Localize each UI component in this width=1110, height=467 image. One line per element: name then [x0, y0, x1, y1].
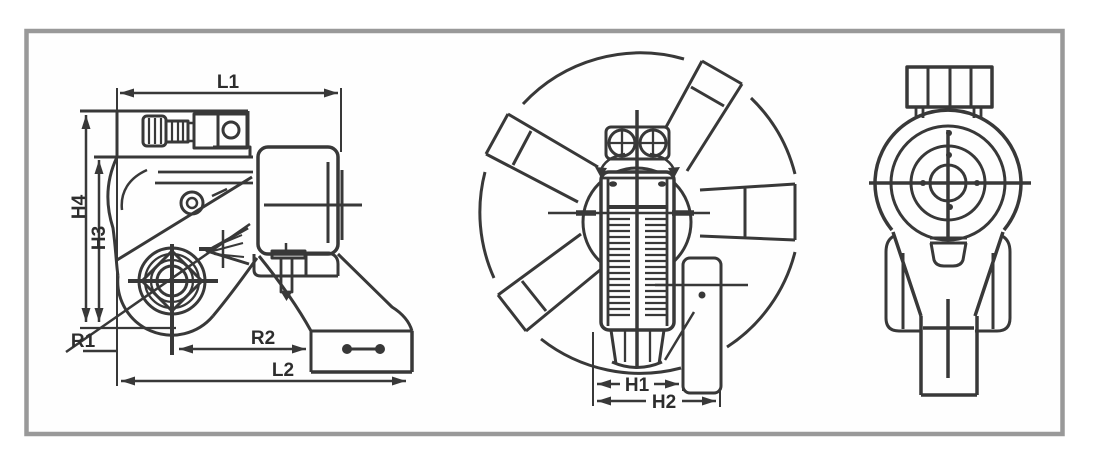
- side-ear-right: [975, 234, 1012, 333]
- side-view: [65, 88, 414, 386]
- swivel-port-hole: [221, 120, 241, 140]
- pilot-hole: [179, 190, 205, 216]
- drive-head-boss: [116, 275, 215, 337]
- dim-label-r1: R1: [71, 331, 96, 352]
- dim-label-h3: H3: [89, 226, 110, 250]
- hydraulic-cylinder: [256, 145, 340, 256]
- handle-position-upper-right: [651, 59, 744, 172]
- swing-arrow-right: [668, 167, 680, 178]
- dim-label-l1: L1: [217, 72, 240, 93]
- side-ear-left: [884, 234, 921, 333]
- latch-pocket: [929, 242, 968, 268]
- grip-ribs-left: [608, 217, 630, 317]
- handle-position-upper-left: [484, 112, 599, 204]
- drawing-frame: [24, 28, 1065, 437]
- front-view: [869, 65, 1031, 397]
- swivel-block: [216, 112, 249, 150]
- dim-label-l2: L2: [272, 360, 294, 381]
- reaction-plate-top: [681, 256, 723, 395]
- top-view: [478, 51, 797, 407]
- dim-label-h4: H4: [69, 194, 90, 219]
- handle-position-lower-left: [496, 232, 606, 333]
- swing-arrow-left: [595, 167, 607, 178]
- square-drive-front: [919, 316, 979, 397]
- dim-label-h2: H2: [652, 392, 676, 413]
- handle-position-right: [699, 182, 797, 242]
- dim-label-r2: R2: [251, 328, 275, 349]
- dim-label-h1: H1: [625, 375, 650, 396]
- handle-rotation-circle: [478, 51, 797, 375]
